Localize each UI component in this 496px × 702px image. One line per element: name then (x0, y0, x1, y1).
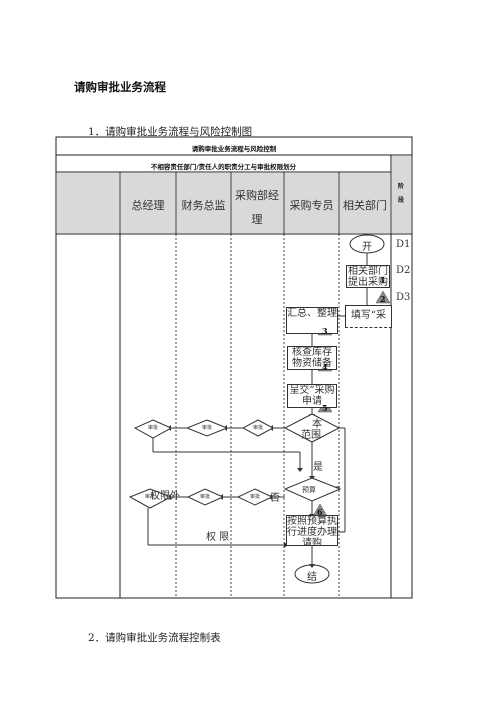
column-header-purchasing-manager: 采购部经理 (235, 189, 279, 226)
stage-header: 阶段 (397, 183, 404, 204)
step-badge-4: 4 (322, 362, 328, 372)
label-out-of-authority: 权限外 (150, 491, 180, 502)
stage-d3: D3 (396, 292, 411, 303)
flow-start: 开 (362, 242, 372, 253)
decision-range-label: 范围 (301, 430, 321, 441)
step-6-box: 按照预算执行进度办理请购 (286, 515, 338, 546)
column-header-general-manager: 总经理 (131, 199, 165, 212)
step-badge-6: 6 (317, 507, 323, 517)
approval-diamond-label: 审批 (148, 425, 159, 431)
step-badge-1: 1 (380, 275, 386, 285)
decision-budget-label: 预算 (302, 486, 316, 494)
column-header-related-department: 相关部门 (343, 199, 387, 212)
column-header-purchasing-clerk: 采购专员 (289, 199, 334, 212)
step-2-box: 填写“采 (345, 305, 392, 328)
step-4-box: 核查库存物资储备 (287, 346, 337, 370)
label-yes: 是 (313, 462, 323, 473)
table-title: 请购审批业务流程与风险控制 (191, 145, 277, 153)
step-badge-5: 5 (322, 403, 328, 413)
stage-d2: D2 (396, 265, 411, 276)
flow-end: 结 (307, 572, 317, 583)
step-badge-2: 2 (380, 294, 386, 304)
label-within-authority: 权 限 (206, 532, 230, 543)
approval-diamond-label: 审批 (200, 494, 211, 500)
decision-range-prefix: 本 (312, 419, 322, 430)
page-heading: 请购审批业务流程 (74, 80, 166, 94)
step-badge-3: 3 (322, 326, 328, 336)
approval-diamond-label: 审批 (202, 425, 213, 431)
step-5-box: 呈交“采购申请 (287, 384, 337, 408)
approval-diamond-label: 审批 (145, 494, 156, 500)
label-no: 否 (270, 493, 280, 504)
group-header: 不相容责任部门/责任人的职责分工与审批权限划分 (150, 163, 297, 171)
section-title-control-table: 2．请购审批业务流程控制表 (88, 632, 221, 644)
approval-diamond-label: 审批 (250, 494, 261, 500)
step-3-box: 汇总、整理 (286, 307, 338, 334)
stage-d1: D1 (396, 239, 411, 250)
column-header-finance-director: 财务总监 (181, 199, 226, 212)
step-1-box: 相关部门提出采购 (346, 265, 390, 288)
approval-diamond-label: 审批 (253, 425, 264, 431)
section-title-flowchart: 1．请购审批业务流程与风险控制图 (88, 126, 253, 138)
